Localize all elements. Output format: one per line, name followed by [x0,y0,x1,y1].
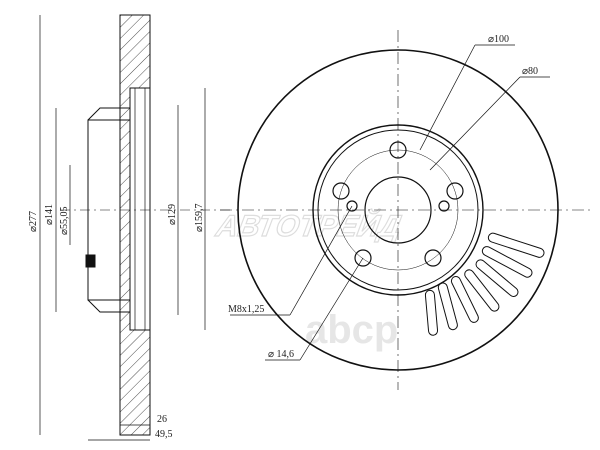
dim-inner-friction: ⌀129 [167,204,178,225]
center-bore [364,176,432,244]
dim-hub-circle: ⌀80 [522,66,538,77]
dim-total-height: 49,5 [155,429,173,440]
dim-outer-diameter: ⌀277 [28,211,39,232]
dim-pcd: ⌀100 [488,34,509,45]
dim-vent-diameter: ⌀159,7 [194,203,205,232]
dim-disc-thickness: 26 [157,414,167,425]
watermark-autotrade: АВТОТРЕЙД [213,208,405,243]
dim-hat-diameter: ⌀141 [44,204,55,225]
front-view [220,30,590,390]
front-dimension-labels: ⌀100 ⌀80 M8x1,25 ⌀ 14,6 [228,34,538,360]
section-dimension-labels: ⌀277 ⌀141 ⌀55,05 ⌀129 ⌀159,7 26 49,5 [28,203,205,440]
vent-ribs [129,87,151,331]
threaded-holes [346,200,450,212]
bolt-holes [332,141,464,267]
dim-thread: M8x1,25 [228,304,264,315]
dim-center-bore: ⌀55,05 [59,206,70,235]
seal-marker [85,254,96,268]
dim-bolt-hole: ⌀ 14,6 [268,349,294,360]
vent-slots [424,232,545,336]
vent-rib-lines [134,88,146,330]
watermark-abcp: abcp [305,308,398,352]
section-view [39,14,230,441]
hat-wall [87,107,130,313]
